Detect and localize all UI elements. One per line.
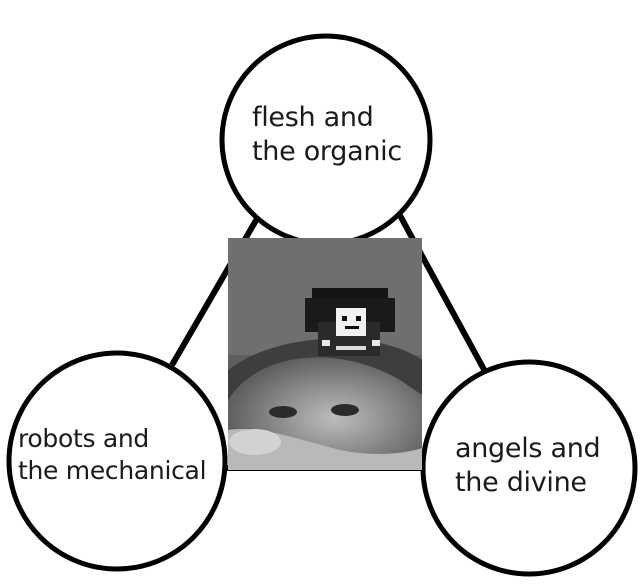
node-right-line2: the divine [455,467,587,498]
node-right-line1: angels and [455,433,601,464]
node-top-line2: the organic [252,136,402,167]
node-top-line1: flesh and [252,102,374,133]
node-right-label: angels and the divine [455,432,601,500]
node-left-line1: robots and [18,424,149,453]
node-right-circle [420,359,638,577]
node-left-circle [6,350,228,572]
center-image [228,238,422,470]
node-left-line2: the mechanical [18,456,207,485]
connector-top-right [394,208,490,377]
pixel-face-icon [305,288,395,356]
node-left-label: robots and the mechanical [18,423,207,487]
node-top-label: flesh and the organic [252,101,402,169]
connector-top-left [169,208,265,367]
